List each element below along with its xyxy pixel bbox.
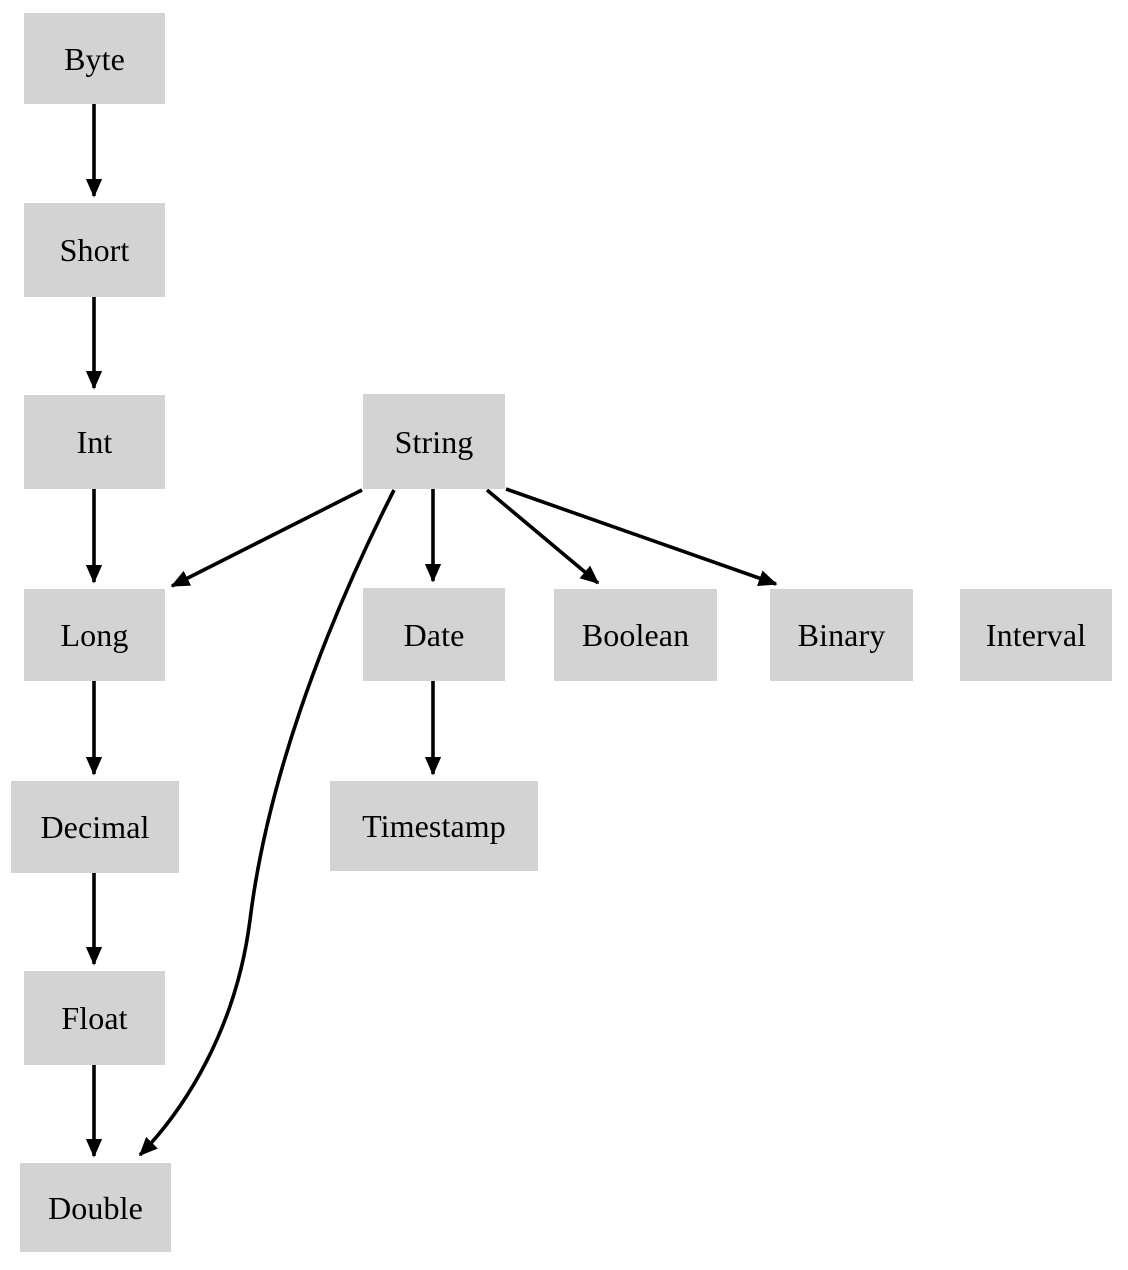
node-label-int: Int [76,424,113,460]
node-label-double: Double [48,1189,143,1226]
node-boolean[interactable]: Boolean [554,589,717,681]
node-label-float: Float [61,1000,128,1036]
node-float[interactable]: Float [24,971,165,1065]
edge-string-to-long [170,488,363,588]
node-double[interactable]: Double [20,1163,171,1252]
node-interval[interactable]: Interval [960,589,1112,681]
node-string[interactable]: String [363,394,505,489]
edge-string-to-binary [505,487,778,587]
node-label-date: Date [403,616,465,653]
node-date[interactable]: Date [363,588,505,681]
node-short[interactable]: Short [24,203,165,297]
node-label-short: Short [59,232,130,268]
edge-string-to-boolean [485,488,600,585]
node-label-byte: Byte [64,40,125,77]
node-label-interval: Interval [985,617,1087,653]
node-label-binary: Binary [797,617,886,653]
node-byte[interactable]: Byte [24,13,165,104]
node-timestamp[interactable]: Timestamp [330,781,538,871]
node-label-boolean: Boolean [581,617,690,653]
node-label-long: Long [60,617,129,653]
node-decimal[interactable]: Decimal [11,781,179,873]
node-int[interactable]: Int [24,395,165,489]
node-label-decimal: Decimal [40,809,150,845]
node-label-string: String [394,423,474,460]
node-long[interactable]: Long [24,589,165,681]
node-label-timestamp: Timestamp [362,808,506,844]
node-binary[interactable]: Binary [770,589,913,681]
